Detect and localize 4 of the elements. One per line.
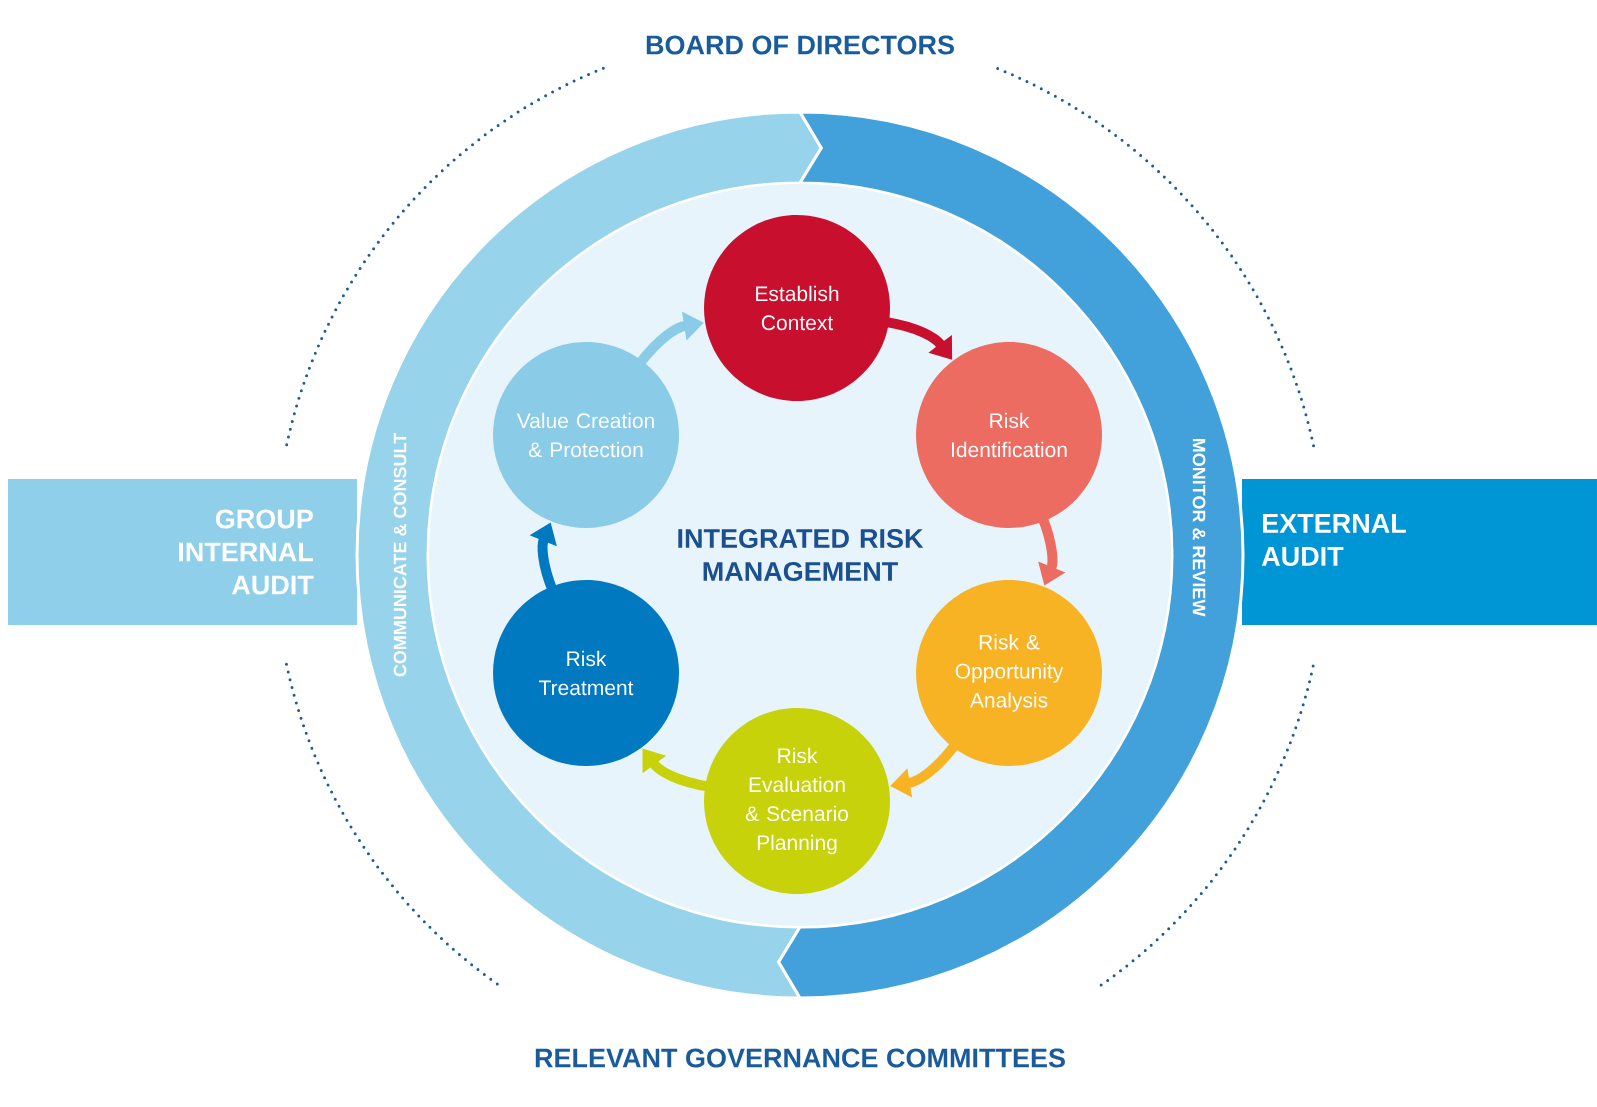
audit-band: EXTERNAL AUDIT xyxy=(1242,479,1597,625)
arc-label: BOARD OF DIRECTORS xyxy=(642,32,958,58)
arc-label: RELEVANT GOVERNANCE COMMITTEES xyxy=(531,1045,1069,1071)
audit-band: GROUP INTERNAL AUDIT xyxy=(8,479,357,625)
